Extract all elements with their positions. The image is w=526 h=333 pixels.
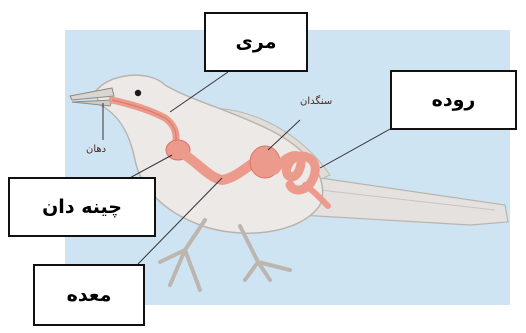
stomach-label-box: معده <box>33 264 145 326</box>
intestine-label-box: روده <box>390 70 517 130</box>
bird-leg-left <box>160 220 205 290</box>
esophagus-label-box: مری <box>204 12 308 72</box>
gizzard-label: سنگدان <box>300 96 332 107</box>
esophagus-label: مری <box>236 31 277 53</box>
crop-label-box: چینه دان <box>8 177 156 237</box>
mouth-label: دهان <box>86 144 106 155</box>
intestine-leader-line <box>320 128 392 168</box>
bird-lower-beak <box>72 100 112 106</box>
bird-leg-right <box>240 226 290 280</box>
bird-eye <box>135 90 141 96</box>
intestine-label: روده <box>432 89 476 111</box>
crop-label: چینه دان <box>42 196 122 218</box>
stomach-label: معده <box>67 284 112 306</box>
